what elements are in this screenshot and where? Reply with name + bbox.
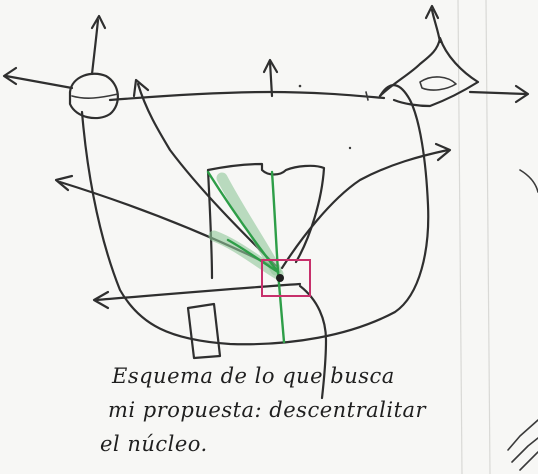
edge-sketch bbox=[519, 169, 538, 193]
arrow-north-center bbox=[268, 60, 274, 98]
core-block bbox=[206, 162, 326, 280]
roundabout-inner-line bbox=[71, 93, 119, 99]
green-route-1 bbox=[206, 170, 280, 274]
arrowhead-northeast bbox=[434, 142, 452, 162]
center-marker bbox=[261, 259, 311, 297]
caption-line-2: mi propuesta: descentralitar bbox=[108, 398, 427, 422]
arrowhead-west bbox=[2, 66, 18, 86]
roundabout-node bbox=[68, 72, 119, 120]
arrowhead-east bbox=[514, 84, 530, 104]
center-dot bbox=[276, 274, 284, 282]
arrow-north-right bbox=[430, 8, 442, 44]
arrowhead-north-left bbox=[90, 14, 107, 30]
green-route-2 bbox=[226, 238, 280, 274]
road-south bbox=[298, 284, 328, 400]
arrowhead-north-center bbox=[262, 58, 279, 74]
right-node bbox=[378, 36, 480, 108]
arrow-west-low bbox=[94, 282, 302, 302]
core-top-edge bbox=[108, 90, 386, 102]
arrow-northwest bbox=[136, 82, 280, 270]
paper-margin-line bbox=[457, 0, 463, 474]
arrowhead-north-right bbox=[424, 4, 440, 20]
right-node-inner bbox=[419, 76, 457, 91]
arrowhead-west-mid bbox=[54, 174, 74, 192]
arrowhead-northwest bbox=[132, 78, 150, 98]
ink-dot bbox=[348, 146, 352, 150]
arrow-east bbox=[468, 90, 528, 96]
small-block bbox=[186, 302, 222, 360]
arrow-west bbox=[4, 74, 74, 90]
green-route-3 bbox=[270, 170, 286, 344]
caption-line-3: el núcleo. bbox=[100, 432, 208, 456]
caption-line-1: Esquema de lo que busca bbox=[112, 364, 395, 388]
ink-tick bbox=[365, 91, 369, 101]
arrow-northeast bbox=[280, 148, 450, 270]
arrowhead-west-low bbox=[92, 290, 110, 310]
territory-outline bbox=[80, 84, 430, 346]
arrow-north-left bbox=[90, 18, 100, 76]
ink-dot bbox=[298, 84, 302, 88]
edge-hatching bbox=[507, 419, 538, 471]
paper-margin-line bbox=[485, 0, 491, 474]
